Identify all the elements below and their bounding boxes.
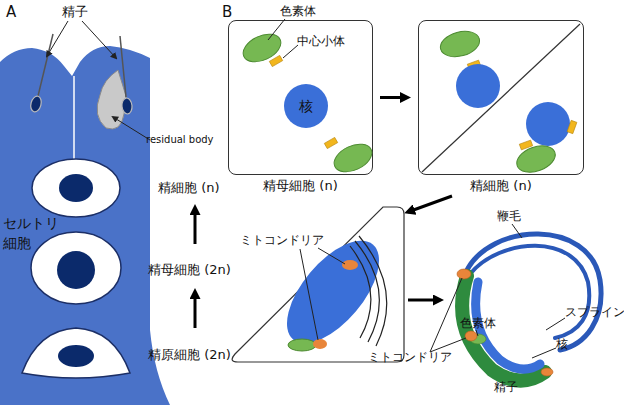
sperm-tail <box>120 36 126 97</box>
leader-line <box>283 45 298 58</box>
cell-nucleus <box>58 345 94 367</box>
label-text: B <box>222 3 232 21</box>
chromatophore <box>330 139 376 178</box>
stage-arrow <box>408 196 452 212</box>
chromatophore <box>513 141 559 177</box>
label-text: A <box>6 3 16 21</box>
centriole <box>567 120 577 133</box>
leader-line <box>300 249 318 340</box>
leader-line <box>532 348 556 358</box>
label-text: residual body <box>146 134 214 146</box>
leader-line <box>546 318 565 330</box>
label-text: 精母細胞 (2n) <box>148 262 231 278</box>
sperm-head <box>121 98 132 115</box>
stage-arrow <box>194 208 197 244</box>
flagellum <box>470 246 589 338</box>
spermatogonium-cell <box>22 328 130 378</box>
forming-flagellum <box>350 246 371 338</box>
leader-line <box>430 338 466 352</box>
sertoli-shape <box>0 46 170 405</box>
leader-arrow <box>82 21 116 58</box>
mitochondrion <box>541 368 553 376</box>
label-text: 色素体 <box>460 316 496 330</box>
node-label: 核 <box>284 84 328 128</box>
leader-line <box>430 278 462 352</box>
leader-line <box>476 330 478 336</box>
label-text: 精子 <box>62 4 88 20</box>
chromatophore <box>239 29 285 68</box>
stage-arrow <box>408 299 440 302</box>
stage-arrow <box>194 292 197 328</box>
label-text: 核 <box>556 337 568 351</box>
spermatocyte-cell <box>31 232 121 304</box>
mitochondrion <box>342 260 358 270</box>
flagellum <box>466 234 601 350</box>
cell-nucleus <box>456 64 500 108</box>
division-line <box>422 24 580 172</box>
chromatophore <box>438 27 483 61</box>
leader-arrow <box>47 21 68 56</box>
label-text: ミトコンドリア <box>240 233 324 247</box>
sertoli-cell: セルトリ 細胞 <box>0 45 170 405</box>
cell-nucleus <box>270 225 396 359</box>
node-label: 精母細胞 (n) <box>229 178 372 194</box>
chromatophore <box>470 334 486 344</box>
label-text: 精原細胞 (2n) <box>148 347 231 363</box>
leader-arrow <box>113 117 150 140</box>
sperm-head <box>29 95 43 113</box>
label-text: 中心小体 <box>297 34 345 48</box>
mitochondrion <box>457 269 471 279</box>
label-text: 精細胞 (n) <box>158 180 220 196</box>
label-text: スプライン <box>565 305 624 319</box>
label-text: 鞭毛 <box>497 209 521 223</box>
chromatophore <box>288 339 316 351</box>
cell-boundary <box>73 76 75 165</box>
nucleus-circle: 核 <box>284 84 328 128</box>
centriole <box>324 137 337 148</box>
cell-nucleus <box>57 251 95 289</box>
spermatid-cell <box>32 159 120 217</box>
label-text: ミトコンドリア <box>368 350 452 364</box>
cell-frame: 精細胞 (n) <box>418 20 584 175</box>
centriole <box>467 60 480 70</box>
sperm-nucleus <box>476 282 540 369</box>
node-label: セルトリ 細胞 <box>3 213 65 254</box>
leader-line <box>268 19 285 40</box>
mitochondrion <box>313 339 327 349</box>
cell-frame <box>232 207 404 362</box>
cell-frame: 精母細胞 (n)核 <box>228 20 373 175</box>
forming-flagellum <box>355 241 379 342</box>
centriole <box>269 55 282 66</box>
flow-arrow <box>380 96 407 99</box>
mitochondrion <box>465 331 477 341</box>
centriole <box>519 140 532 150</box>
label-text: 色素体 <box>280 4 316 18</box>
leader-line <box>318 248 345 264</box>
cell-nucleus <box>59 174 93 202</box>
sperm-tail <box>38 34 53 96</box>
leader-line <box>512 224 522 238</box>
forming-flagellum <box>359 236 387 346</box>
spline <box>462 276 545 381</box>
label-text: 精子 <box>494 380 518 394</box>
residual-body <box>97 70 126 129</box>
cell-nucleus <box>526 102 570 146</box>
node-label: 精細胞 (n) <box>419 178 583 194</box>
